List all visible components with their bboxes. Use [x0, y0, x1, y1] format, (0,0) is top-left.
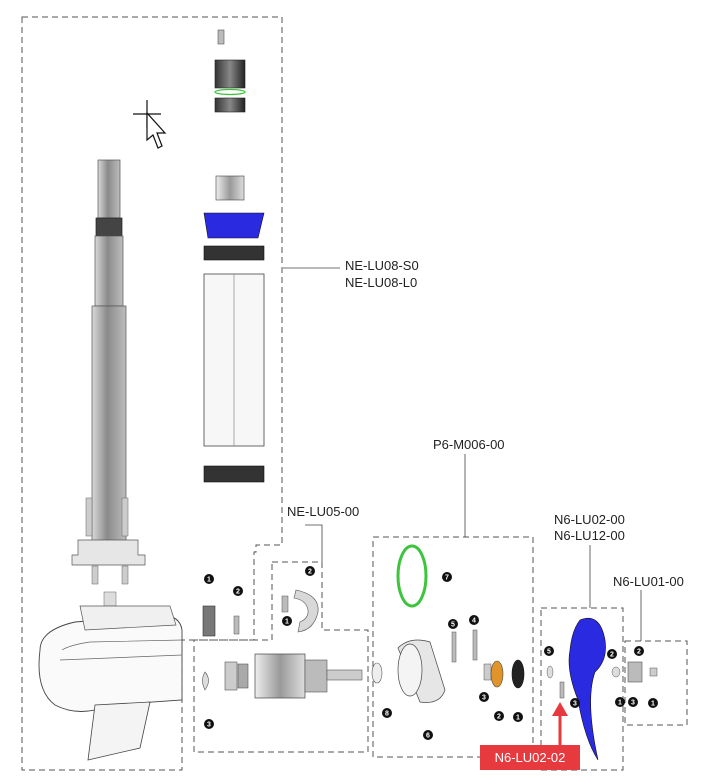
callout-number-c1e: 1: [651, 701, 655, 708]
label-nut: N6-LU01-00: [613, 574, 684, 589]
upper-stack: [203, 29, 265, 483]
callout-marker-c3c: [570, 698, 580, 708]
leader-lines: [283, 267, 642, 641]
callout-number-c1d: 1: [618, 700, 622, 707]
callout-number-c2e: 2: [637, 649, 641, 656]
callout-number-c8: 8: [385, 711, 389, 718]
callout-number-c5a: 5: [451, 622, 455, 629]
callout-marker-c8: [382, 708, 392, 718]
callout-number-c1c: 1: [516, 715, 520, 722]
callout-number-c3c: 3: [573, 701, 577, 708]
callout-number-c3b: 3: [482, 695, 486, 702]
callout-number-c1a: 1: [207, 577, 211, 584]
callout-marker-c7: [442, 572, 452, 582]
callout-marker-c2d: [607, 649, 617, 659]
label-housing-1: NE-LU08-S0: [345, 258, 419, 273]
motor-parts: [202, 589, 383, 699]
callout-marker-c4: [469, 615, 479, 625]
callout-number-c2c: 2: [497, 714, 501, 721]
callout-marker-c1a: [204, 574, 214, 584]
callout-marker-c2a: [233, 586, 243, 596]
callout-number-c2d: 2: [610, 652, 614, 659]
label-gear: P6-M006-00: [433, 437, 505, 452]
nut-parts: [611, 661, 658, 683]
callout-number-c2b: 2: [308, 569, 312, 576]
nut-group-outline: [624, 640, 688, 726]
callout-marker-c1b: [282, 616, 292, 626]
callout-number-c1b: 1: [285, 619, 289, 626]
label-prop-2: N6-LU12-00: [554, 528, 625, 543]
callout-marker-c3d: [628, 697, 638, 707]
lower-housing: [38, 605, 183, 761]
callout-number-c7: 7: [445, 575, 449, 582]
callout-marker-c1d: [615, 697, 625, 707]
callout-marker-c5b: [544, 646, 554, 656]
label-prop-1: N6-LU02-00: [554, 512, 625, 527]
gear-parts: [396, 544, 525, 703]
callout-number-c3a: 3: [207, 722, 211, 729]
group-outlines: [21, 16, 688, 771]
callout-marker-c3a: [204, 719, 214, 729]
callout-number-c5b: 5: [547, 649, 551, 656]
housing-group-outline: [21, 16, 283, 771]
label-motor: NE-LU05-00: [287, 504, 360, 519]
callout-marker-c1c: [513, 712, 523, 722]
callout-marker-c3b: [479, 692, 489, 702]
callout-marker-c5a: [448, 619, 458, 629]
callout-number-c6: 6: [426, 733, 430, 740]
callout-marker-c2c: [494, 711, 504, 721]
move-cursor-icon: [133, 100, 167, 149]
prop-group-outline: [540, 607, 624, 771]
callout-marker-c2b: [305, 566, 315, 576]
callout-number-c2a: 2: [236, 589, 240, 596]
callout-marker-c2e: [634, 646, 644, 656]
label-housing-2: NE-LU08-L0: [345, 275, 418, 290]
drive-shaft: [71, 159, 146, 607]
callout-badge: N6-LU02-02: [480, 745, 580, 770]
callout-arrow: [552, 702, 568, 745]
callout-marker-c6: [423, 730, 433, 740]
callout-markers: 1 2 3 8 2 1 7 5 4 3 2 1 6 5 3 2 2 1 3 1: [204, 566, 658, 740]
callout-number-c3d: 3: [631, 700, 635, 707]
motor-group-outline: [193, 561, 369, 753]
propeller: [546, 617, 606, 761]
gear-group-outline: [372, 536, 534, 758]
callout-number-c4: 4: [472, 618, 476, 625]
callout-marker-c1e: [648, 698, 658, 708]
